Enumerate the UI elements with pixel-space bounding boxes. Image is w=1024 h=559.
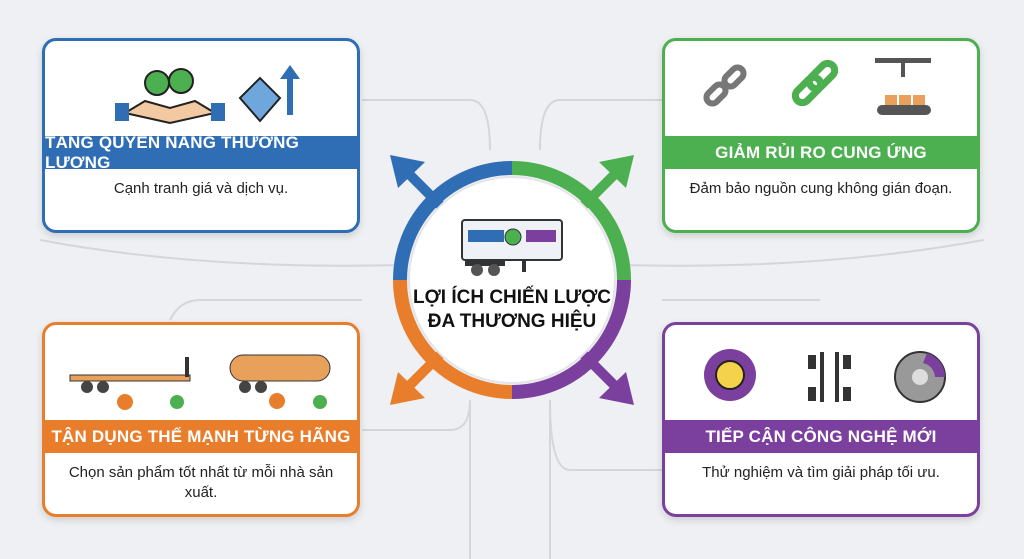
- card-new-technology: TIẾP CẬN CÔNG NGHỆ MỚI Thử nghiệm và tìm…: [662, 322, 980, 517]
- price-tag-up-icon: [238, 65, 300, 123]
- brake-disc-icon: [894, 351, 946, 403]
- card-title: TIẾP CẬN CÔNG NGHỆ MỚI: [665, 420, 977, 453]
- card-description: Chọn sản phẩm tốt nhất từ mỗi nhà sản xu…: [68, 464, 334, 501]
- conveyor-icon: [875, 58, 931, 115]
- center-title: LỢI ÍCH CHIẾN LƯỢC ĐA THƯƠNG HIỆU: [412, 287, 612, 332]
- card-description: Cạnh tranh giá và dịch vụ.: [113, 180, 289, 197]
- money-handshake-icon: [115, 68, 225, 125]
- trailer-icon: [461, 219, 563, 276]
- broken-chain-icon: [703, 64, 747, 107]
- card-leverage-strengths: TẬN DỤNG THẾ MẠNH TỪNG HÃNG Chọn sản phẩ…: [42, 322, 360, 517]
- card-description: Thử nghiệm và tìm giải pháp tối ưu.: [702, 464, 940, 481]
- chassis-icon: [808, 352, 851, 402]
- arrow-orange: [390, 372, 425, 405]
- arrow-purple: [599, 372, 634, 405]
- arrow-blue: [390, 155, 425, 188]
- card-title: TĂNG QUYỀN NĂNG THƯƠNG LƯỢNG: [45, 133, 357, 172]
- chain-icon: [791, 59, 839, 107]
- arrow-green: [599, 155, 634, 188]
- card-title: TẬN DỤNG THẾ MẠNH TỪNG HÃNG: [45, 420, 357, 453]
- card-description: Đảm bảo nguồn cung không gián đoạn.: [689, 180, 953, 197]
- card-supply-risk: GIẢM RỦI RO CUNG ỨNG Đảm bảo nguồn cung …: [662, 38, 980, 233]
- card-bargaining-power: TĂNG QUYỀN NĂNG THƯƠNG LƯỢNG Cạnh tranh …: [42, 38, 360, 233]
- tanker-trailer-icon: [229, 354, 331, 409]
- center-circle: [408, 176, 616, 384]
- gear-bulb-icon: [704, 349, 756, 401]
- flatbed-trailer-icon: [69, 357, 191, 410]
- card-title: GIẢM RỦI RO CUNG ỨNG: [665, 136, 977, 169]
